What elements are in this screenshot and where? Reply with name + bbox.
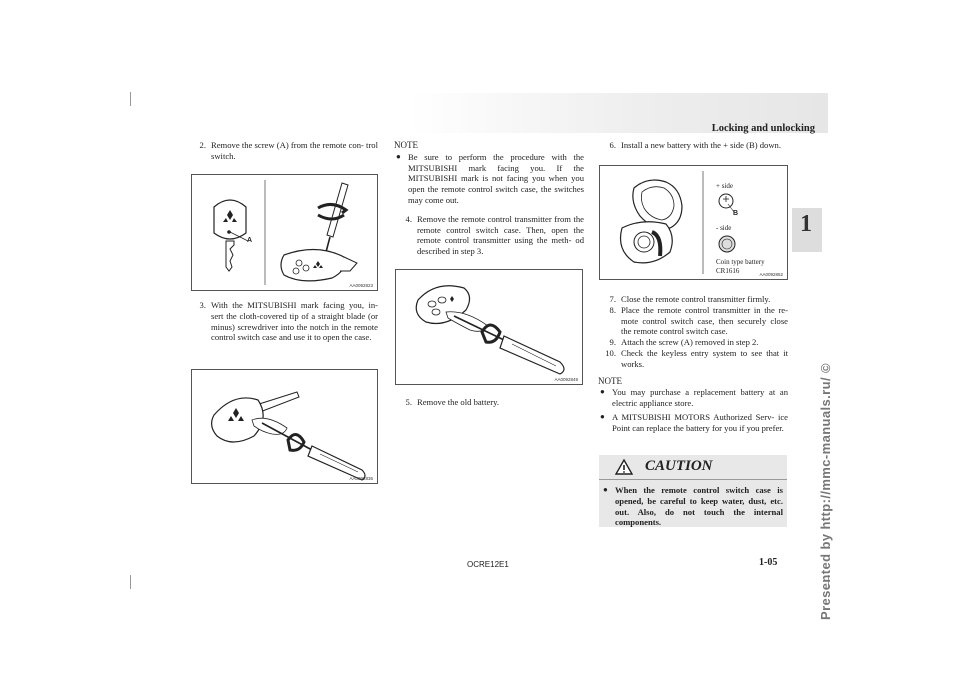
figure-code: AA0092823 bbox=[349, 283, 373, 288]
label-minus-side: - side bbox=[716, 224, 732, 232]
step-number: 3. bbox=[199, 300, 206, 310]
caution-bullet: ● When the remote control switch case is… bbox=[603, 485, 783, 528]
note-bullet: ● A MITSUBISHI MOTORS Authorized Serv- i… bbox=[598, 412, 788, 434]
step-4: 4. Remove the remote control transmitter… bbox=[394, 214, 584, 257]
step-number: 8. bbox=[609, 304, 616, 315]
step-number: 6. bbox=[609, 140, 616, 150]
step-text: Place the remote control transmitter in … bbox=[621, 304, 788, 337]
crop-mark bbox=[130, 92, 131, 106]
figure-open-case: AA0092836 bbox=[191, 369, 378, 484]
step-5: 5. Remove the old battery. bbox=[394, 397, 584, 408]
step-10: 10. Check the keyless entry system to se… bbox=[598, 348, 788, 370]
step-text: Attach the screw (A) removed in step 2. bbox=[621, 337, 759, 348]
figure-code: AA0092852 bbox=[759, 272, 783, 277]
caution-box: CAUTION ● When the remote control switch… bbox=[599, 455, 787, 527]
chapter-tab bbox=[792, 208, 822, 252]
figure-code: AA0092849 bbox=[554, 377, 578, 382]
step-text: Remove the remote control transmitter fr… bbox=[417, 213, 584, 257]
caution-text: When the remote control switch case is o… bbox=[615, 485, 783, 528]
step-2: 2. Remove the screw (A) from the remote … bbox=[188, 140, 378, 162]
figure-remove-transmitter: AA0092849 bbox=[395, 269, 583, 385]
step-text: Remove the screw (A) from the remote con… bbox=[211, 140, 378, 161]
header-bar bbox=[410, 93, 828, 133]
figure-label-a: A bbox=[247, 237, 253, 244]
note-bullet: ● Be sure to perform the procedure with … bbox=[394, 152, 584, 206]
bullet-icon: ● bbox=[603, 485, 608, 494]
note-heading: NOTE bbox=[598, 375, 622, 386]
step-3: 3. With the MITSUBISHI mark facing you, … bbox=[188, 300, 378, 343]
column-1-step-3: 3. With the MITSUBISHI mark facing you, … bbox=[188, 300, 378, 349]
crop-mark bbox=[130, 575, 131, 589]
note-text: You may purchase a replacement battery a… bbox=[612, 387, 788, 409]
step-number: 5. bbox=[405, 397, 412, 407]
chapter-number: 1 bbox=[800, 211, 812, 237]
label-battery-model: CR1616 bbox=[716, 267, 740, 275]
page-title: Locking and unlocking bbox=[711, 123, 815, 134]
warning-icon bbox=[615, 459, 633, 475]
battery-illustration bbox=[619, 171, 736, 274]
column-2-step-5: 5. Remove the old battery. bbox=[394, 397, 584, 414]
column-1: 2. Remove the screw (A) from the remote … bbox=[188, 140, 378, 168]
bullet-icon: ● bbox=[600, 411, 605, 421]
column-2: NOTE ● Be sure to perform the procedure … bbox=[394, 140, 584, 263]
note-bullet: ● You may purchase a replacement battery… bbox=[598, 387, 788, 409]
step-number: 4. bbox=[405, 213, 412, 224]
step-number: 10. bbox=[605, 347, 616, 358]
note-heading: NOTE bbox=[394, 140, 418, 150]
step-text: Remove the old battery. bbox=[417, 397, 500, 407]
label-b: B bbox=[733, 210, 739, 217]
figure-install-battery: + side B - side Coin type battery CR1616… bbox=[599, 165, 788, 280]
page-number: 1-05 bbox=[759, 557, 778, 568]
step-number: 2. bbox=[199, 140, 206, 150]
note-text: A MITSUBISHI MOTORS Authorized Serv- ice… bbox=[612, 411, 788, 433]
step-6: 6. Install a new battery with the + side… bbox=[598, 140, 788, 151]
figure-code: AA0092836 bbox=[349, 476, 373, 481]
crop-mark bbox=[828, 575, 829, 589]
step-number: 9. bbox=[609, 337, 616, 348]
step-number: 7. bbox=[609, 294, 616, 304]
side-watermark: Presented by http://mmc-manuals.ru/ © bbox=[818, 363, 833, 620]
bullet-icon: ● bbox=[600, 387, 605, 397]
step-text: With the MITSUBISHI mark facing you, in-… bbox=[211, 300, 378, 343]
caution-header: CAUTION bbox=[599, 455, 787, 479]
column-3: 6. Install a new battery with the + side… bbox=[598, 140, 788, 157]
label-battery-type: Coin type battery bbox=[716, 258, 765, 266]
column-3-steps: 7. Close the remote control transmitter … bbox=[598, 294, 788, 437]
footer-code: OCRE12E1 bbox=[467, 560, 509, 569]
note-text: Be sure to perform the procedure with th… bbox=[408, 151, 584, 205]
transmitter-illustration bbox=[415, 285, 565, 375]
step-9: 9. Attach the screw (A) removed in step … bbox=[598, 337, 788, 348]
remote-screw-illustration bbox=[213, 180, 358, 285]
divider bbox=[599, 479, 787, 480]
caution-title: CAUTION bbox=[645, 458, 713, 474]
step-text: Install a new battery with the + side (B… bbox=[621, 140, 781, 150]
figure-remove-screw: A AA0092823 bbox=[191, 174, 378, 291]
step-text: Close the remote control transmitter fir… bbox=[621, 294, 771, 304]
step-text: Check the keyless entry system to see th… bbox=[621, 347, 788, 369]
step-8: 8. Place the remote control transmitter … bbox=[598, 305, 788, 337]
bullet-icon: ● bbox=[396, 151, 401, 161]
open-case-illustration bbox=[211, 391, 366, 481]
step-7: 7. Close the remote control transmitter … bbox=[598, 294, 788, 305]
label-plus-side: + side bbox=[716, 182, 733, 190]
